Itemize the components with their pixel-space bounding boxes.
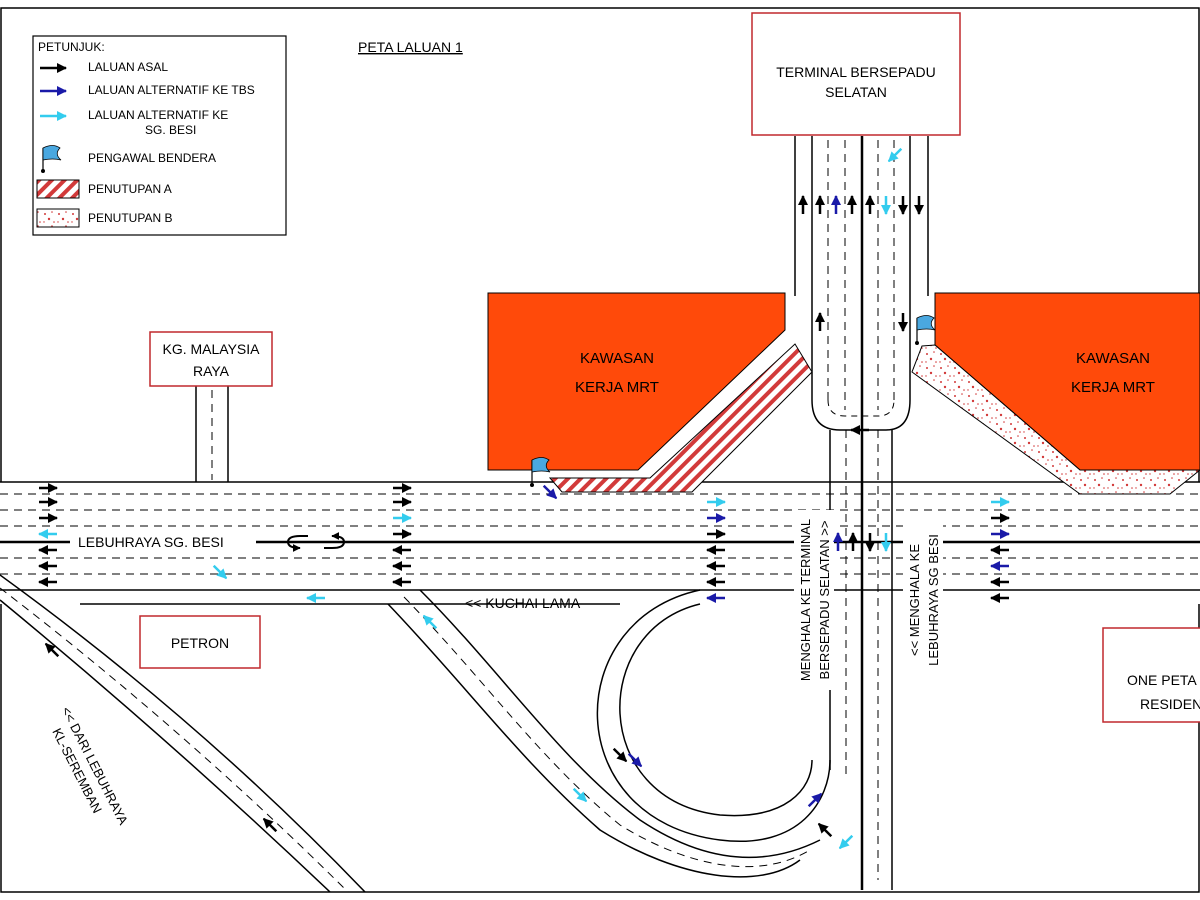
- one-petaling-box: ONE PETA RESIDEN: [1102, 627, 1200, 723]
- black-arrow-icon: [44, 642, 60, 658]
- cyan-arrow-icon: [572, 787, 588, 803]
- vertical-road-north: [794, 136, 929, 431]
- black-arrow-icon: [817, 822, 833, 838]
- ke-tbs-line1: MENGHALA KE TERMINAL: [798, 519, 813, 681]
- legend-label-original: LALUAN ASAL: [88, 60, 168, 74]
- black-arrow-icon: [612, 747, 628, 763]
- u-turn-icon: [286, 532, 346, 552]
- kuchai-label: << KUCHAI LAMA: [465, 595, 581, 611]
- petron-box: PETRON: [139, 615, 261, 669]
- cyan-arrow-icon: [212, 564, 228, 580]
- kuchai-ramp: [387, 589, 821, 878]
- mrt-right-line2: KERJA MRT: [1071, 379, 1155, 396]
- one-petaling-line1: ONE PETA: [1127, 672, 1197, 688]
- ke-tbs-line2: BERSEPADU SELATAN >>: [817, 521, 832, 680]
- terminal-box: TERMINAL BERSEPADU SELATAN: [751, 12, 961, 136]
- legend: PETUNJUK: LALUAN ASAL LALUAN ALTERNATIF …: [32, 35, 287, 236]
- kg-malaysia-road: [195, 386, 229, 482]
- flag-icon: [41, 145, 62, 173]
- mrt-right-line1: KAWASAN: [1076, 350, 1150, 367]
- terminal-label-line2: SELATAN: [825, 84, 887, 100]
- traffic-arrows: [38, 147, 1010, 850]
- petron-label: PETRON: [171, 635, 229, 651]
- one-petaling-line2: RESIDEN: [1140, 696, 1200, 712]
- blue-arrow-icon: [627, 752, 643, 768]
- dotted-swatch: [36, 208, 80, 228]
- map-title: PETA LALUAN 1: [358, 39, 463, 55]
- ke-sgbesi-label: << MENGHALA KE LEBUHRAYA SG BESI: [903, 520, 943, 680]
- ke-sgbesi-line2: LEBUHRAYA SG BESI: [926, 534, 941, 666]
- vertical-road-south: [829, 136, 893, 890]
- flag-icon: [915, 315, 936, 345]
- terminal-label-line1: TERMINAL BERSEPADU: [776, 64, 935, 80]
- closure-b-area: [911, 344, 1200, 495]
- kg-malaysia-line1: KG. MALAYSIA: [163, 341, 261, 357]
- legend-label-sgbesi-line2: SG. BESI: [145, 123, 196, 137]
- closure-a-area: [548, 343, 813, 493]
- legend-label-closure-b: PENUTUPAN B: [88, 211, 172, 225]
- highway-label: LEBUHRAYA SG. BESI: [78, 534, 224, 550]
- cyan-arrow-icon: [887, 147, 903, 163]
- legend-label-flag: PENGAWAL BENDERA: [88, 151, 216, 165]
- legend-heading: PETUNJUK:: [38, 40, 105, 54]
- ke-tbs-label: MENGHALA KE TERMINAL BERSEPADU SELATAN >…: [794, 510, 834, 690]
- legend-label-closure-a: PENUTUPAN A: [88, 182, 172, 196]
- hatch-swatch: [36, 179, 80, 199]
- kl-seremban-label: << DARI LEBUHRAYA KL-SEREMBAN: [49, 704, 131, 827]
- mrt-left-line2: KERJA MRT: [575, 379, 659, 396]
- flag-icon: [530, 457, 551, 487]
- loop-ramp: [596, 589, 831, 842]
- kl-seremban-road: [0, 574, 366, 893]
- legend-label-sgbesi-line1: LALUAN ALTERNATIF KE: [88, 108, 228, 122]
- kg-malaysia-line2: RAYA: [193, 363, 230, 379]
- cyan-arrow-icon: [422, 614, 438, 630]
- mrt-left-line1: KAWASAN: [580, 350, 654, 367]
- blue-arrow-icon: [542, 484, 558, 500]
- blue-arrow-icon: [807, 792, 823, 808]
- legend-label-tbs: LALUAN ALTERNATIF KE TBS: [88, 83, 255, 97]
- cyan-arrow-icon: [838, 834, 854, 850]
- kg-malaysia-box: KG. MALAYSIA RAYA: [149, 331, 273, 387]
- ke-sgbesi-line1: << MENGHALA KE: [907, 544, 922, 656]
- black-arrow-icon: [262, 817, 278, 833]
- mrt-zone-left: [487, 292, 786, 471]
